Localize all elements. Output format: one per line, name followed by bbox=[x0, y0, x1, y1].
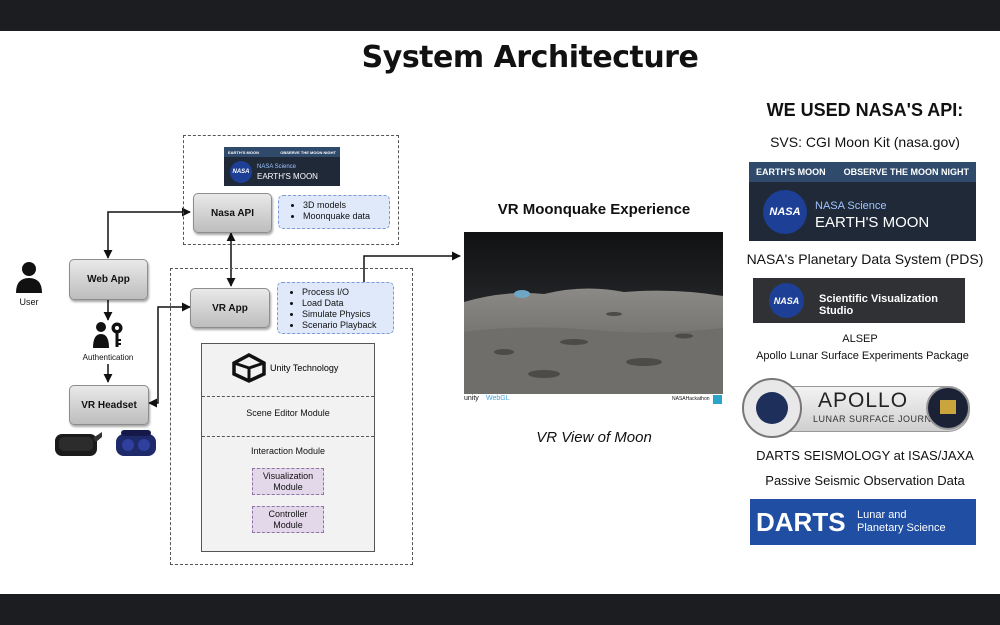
nasa-logo-icon: NASA bbox=[230, 161, 252, 183]
svs-logo-text: Scientific Visualization Studio bbox=[819, 293, 938, 317]
interaction-module-label: Interaction Module bbox=[250, 446, 326, 456]
apollo-logo-subtext: LUNAR SURFACE JOURNAL bbox=[813, 414, 944, 424]
darts-logo: DARTS Lunar and Planetary Science bbox=[750, 499, 976, 545]
moon-surface-image bbox=[464, 232, 723, 394]
bottom-letterbox-bar bbox=[0, 594, 1000, 625]
vive-headset-icon bbox=[116, 430, 156, 456]
apollo-emblem-inner bbox=[756, 392, 788, 424]
mini-logo-left-text: EARTH'S MOON bbox=[228, 149, 259, 155]
alsep-full-label: Apollo Lunar Surface Experiments Package bbox=[756, 350, 969, 362]
nasa-api-node: Nasa API bbox=[193, 193, 272, 233]
unity-logo-icon bbox=[232, 353, 266, 383]
authentication-label: Authentication bbox=[82, 353, 134, 362]
note-item: Simulate Physics bbox=[302, 309, 393, 320]
earths-moon-mini-logo: EARTH'S MOON OBSERVE THE MOON NIGHT NASA… bbox=[224, 147, 340, 186]
nasa-logo-icon: NASA bbox=[763, 190, 807, 234]
note-item: Process I/O bbox=[302, 287, 393, 298]
nasa-api-notes: 3D models Moonquake data bbox=[278, 195, 390, 229]
nasa-api-group bbox=[183, 135, 399, 245]
divider bbox=[202, 396, 374, 397]
passive-seismic-label: Passive Seismic Observation Data bbox=[765, 473, 965, 488]
darts-logo-line2: Planetary Science bbox=[857, 522, 946, 534]
top-letterbox-bar bbox=[0, 0, 1000, 31]
visualization-module: Visualization Module bbox=[252, 468, 324, 495]
darts-logo-line1: Lunar and bbox=[857, 509, 907, 521]
hackathon-footer-label: NASAHackathon bbox=[672, 396, 710, 402]
authentication-key-icon bbox=[93, 322, 123, 348]
mini-logo-moon: EARTH'S MOON bbox=[257, 172, 318, 181]
controller-module: Controller Module bbox=[252, 506, 324, 533]
apollo-logo-text: APOLLO bbox=[818, 389, 909, 412]
svs-logo: NASA Scientific Visualization Studio bbox=[753, 278, 965, 323]
earth-logo-moon: EARTH'S MOON bbox=[815, 214, 930, 231]
user-label: User bbox=[19, 297, 39, 307]
divider bbox=[202, 436, 374, 437]
webgl-footer: unity WebGL NASAHackathon bbox=[464, 395, 723, 405]
svs-moon-kit-label: SVS: CGI Moon Kit (nasa.gov) bbox=[770, 134, 960, 150]
alsep-label: ALSEP bbox=[842, 333, 878, 345]
vr-app-group bbox=[170, 268, 413, 565]
web-app-node: Web App bbox=[69, 259, 148, 300]
darts-heading: DARTS SEISMOLOGY at ISAS/JAXA bbox=[756, 448, 974, 463]
sources-heading: WE USED NASA'S API: bbox=[766, 100, 964, 120]
note-item: Scenario Playback bbox=[302, 320, 393, 331]
note-item: 3D models bbox=[303, 200, 389, 211]
pds-label: NASA's Planetary Data System (PDS) bbox=[746, 251, 984, 267]
vr-view-caption: VR View of Moon bbox=[536, 429, 652, 446]
apollo-emblem-icon bbox=[742, 378, 802, 438]
note-item: Moonquake data bbox=[303, 211, 389, 222]
vr-app-node: VR App bbox=[190, 288, 270, 328]
lunar-module-body bbox=[940, 400, 956, 414]
earth-logo-left-text: EARTH'S MOON bbox=[756, 167, 826, 177]
earth-logo-science: NASA Science bbox=[815, 200, 887, 212]
darts-logo-text: DARTS bbox=[756, 507, 846, 537]
unity-technology-label: Unity Technology bbox=[270, 363, 339, 373]
nasa-logo-icon: NASA bbox=[769, 283, 804, 318]
earth-logo-right-text: OBSERVE THE MOON NIGHT bbox=[843, 167, 969, 177]
unity-footer-label: unity bbox=[464, 395, 479, 402]
vr-app-notes: Process I/O Load Data Simulate Physics S… bbox=[277, 282, 394, 334]
fullscreen-icon bbox=[713, 395, 722, 404]
mini-logo-right-text: OBSERVE THE MOON NIGHT bbox=[280, 149, 336, 155]
vr-view-heading: VR Moonquake Experience bbox=[497, 201, 691, 218]
unity-technology-box: Unity Technology Scene Editor Module Int… bbox=[201, 343, 375, 552]
oculus-headset-icon bbox=[55, 432, 102, 456]
lunar-module-icon bbox=[926, 386, 970, 430]
user-icon bbox=[16, 262, 42, 293]
earths-moon-logo: EARTH'S MOON OBSERVE THE MOON NIGHT NASA… bbox=[749, 162, 976, 241]
mini-logo-science: NASA Science bbox=[257, 164, 297, 170]
webgl-footer-label: WebGL bbox=[486, 395, 510, 402]
scene-editor-label: Scene Editor Module bbox=[246, 408, 330, 418]
slide-title: System Architecture bbox=[361, 40, 699, 75]
apollo-lsj-logo: APOLLO LUNAR SURFACE JOURNAL bbox=[742, 378, 976, 438]
vr-headset-node: VR Headset bbox=[69, 385, 149, 425]
note-item: Load Data bbox=[302, 298, 393, 309]
vr-moon-screenshot bbox=[464, 232, 723, 394]
